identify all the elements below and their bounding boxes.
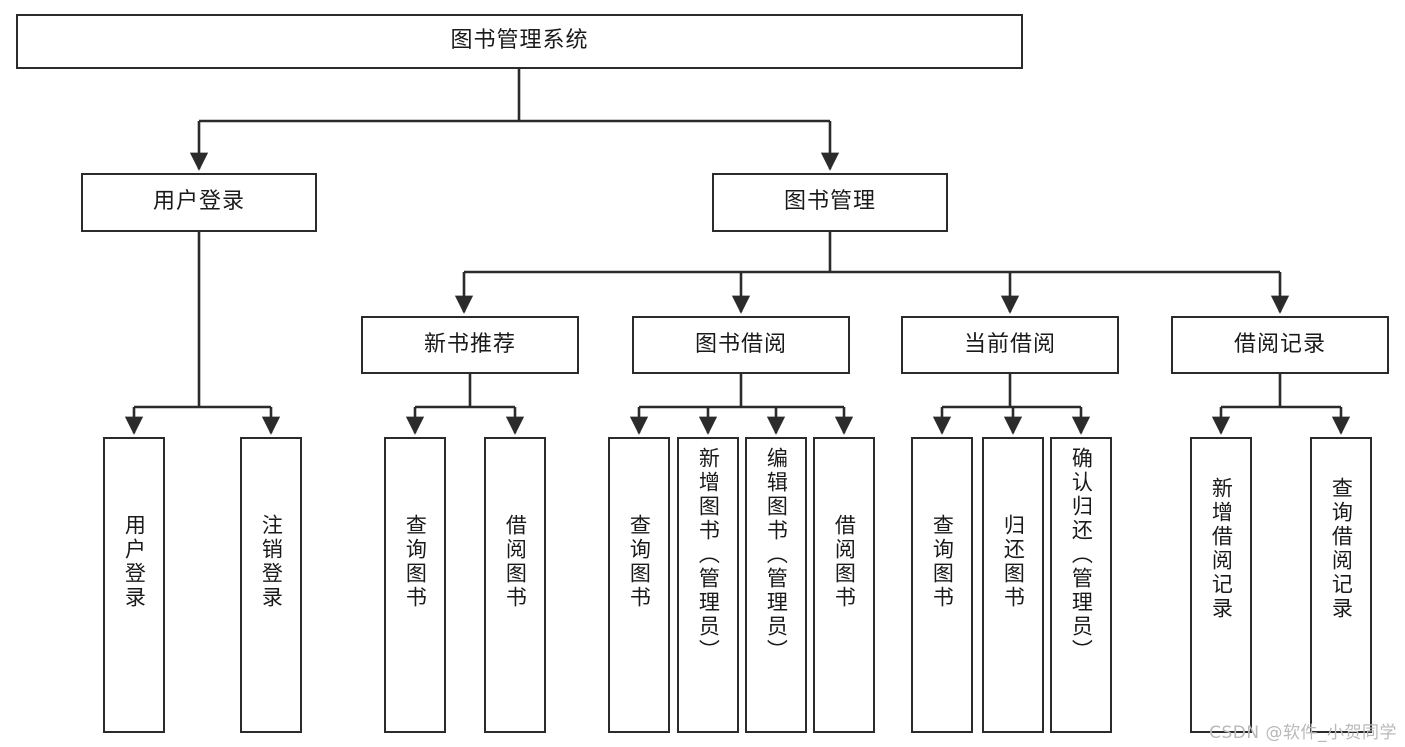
leaf-add-borrow-record[interactable]: 新增借阅记录 (1190, 437, 1252, 733)
leaf-logout-label: 注销登录 (259, 514, 284, 610)
node-book-management[interactable]: 图书管理 (712, 173, 948, 232)
node-user-login[interactable]: 用户登录 (81, 173, 317, 232)
leaf-edit-book-admin[interactable]: 编辑图书（管理员） (745, 437, 807, 733)
leaf-query-book-recommend-label: 查询图书 (403, 514, 428, 610)
node-book-management-label: 图书管理 (783, 189, 876, 215)
node-borrow-record[interactable]: 借阅记录 (1171, 316, 1389, 374)
leaf-confirm-return-admin[interactable]: 确认归还（管理员） (1050, 437, 1112, 733)
node-new-book-recommend-label: 新书推荐 (423, 331, 516, 357)
leaf-query-book-recommend[interactable]: 查询图书 (384, 437, 446, 733)
leaf-user-login-label: 用户登录 (122, 514, 147, 610)
leaf-edit-book-admin-label: 编辑图书（管理员） (764, 447, 789, 663)
leaf-borrow-book[interactable]: 借阅图书 (813, 437, 875, 733)
node-current-borrow-label: 当前借阅 (963, 331, 1056, 357)
leaf-borrow-book-recommend-label: 借阅图书 (503, 514, 528, 610)
leaf-borrow-book-label: 借阅图书 (832, 514, 857, 610)
leaf-add-borrow-record-label: 新增借阅记录 (1209, 477, 1234, 621)
leaf-user-login[interactable]: 用户登录 (103, 437, 165, 733)
node-root[interactable]: 图书管理系统 (16, 14, 1023, 69)
leaf-query-borrow-record-label: 查询借阅记录 (1329, 477, 1354, 621)
leaf-query-book-borrow-label: 查询图书 (627, 514, 652, 610)
leaf-add-book-admin-label: 新增图书（管理员） (696, 447, 721, 663)
node-new-book-recommend[interactable]: 新书推荐 (361, 316, 579, 374)
leaf-query-book-borrow[interactable]: 查询图书 (608, 437, 670, 733)
leaf-confirm-return-admin-label: 确认归还（管理员） (1069, 447, 1094, 663)
leaf-query-book-current[interactable]: 查询图书 (911, 437, 973, 733)
leaf-query-book-current-label: 查询图书 (930, 514, 955, 610)
node-current-borrow[interactable]: 当前借阅 (901, 316, 1119, 374)
leaf-return-book[interactable]: 归还图书 (982, 437, 1044, 733)
node-book-borrow[interactable]: 图书借阅 (632, 316, 850, 374)
leaf-borrow-book-recommend[interactable]: 借阅图书 (484, 437, 546, 733)
node-user-login-label: 用户登录 (152, 189, 245, 215)
leaf-add-book-admin[interactable]: 新增图书（管理员） (677, 437, 739, 733)
leaf-query-borrow-record[interactable]: 查询借阅记录 (1310, 437, 1372, 733)
node-borrow-record-label: 借阅记录 (1233, 331, 1326, 357)
node-book-borrow-label: 图书借阅 (694, 331, 787, 357)
node-root-label: 图书管理系统 (450, 28, 589, 54)
leaf-return-book-label: 归还图书 (1001, 514, 1026, 610)
leaf-logout[interactable]: 注销登录 (240, 437, 302, 733)
